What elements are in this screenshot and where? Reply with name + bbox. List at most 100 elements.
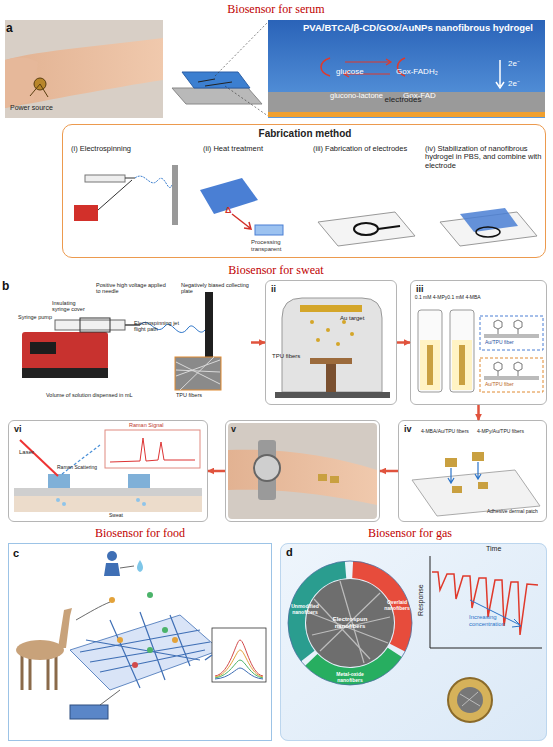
panel-box: Fabrication method(i) Electrospinning(ii…: [62, 124, 546, 258]
node-text: Metal-oxide nanofibers: [325, 672, 375, 683]
node-text: iii: [416, 284, 436, 294]
fiber-chip: [472, 452, 484, 461]
node-text: Response: [417, 576, 425, 616]
electrode-lead: [378, 226, 400, 229]
electron-arrow: [496, 60, 504, 88]
node-text: (ii) Heat treatment: [203, 145, 303, 153]
electrode-strip: [268, 112, 545, 117]
sweat-drop: [56, 498, 146, 506]
flow-arrow: [251, 341, 265, 344]
response-curve: [432, 572, 538, 635]
fiber-chip: [452, 486, 462, 493]
patch-layer: [14, 488, 202, 496]
fiber: [460, 692, 480, 706]
node-text: TPU fibers: [272, 353, 312, 360]
au-particles: [310, 320, 354, 346]
arm: [5, 38, 163, 108]
panel-label: a: [6, 22, 20, 35]
node-text: Volume of solution dispensed in mL: [46, 392, 156, 398]
person-head: [107, 551, 117, 561]
transparent-film: [255, 225, 283, 235]
electrode-trace: [198, 79, 232, 86]
sensor-film: [457, 687, 483, 713]
hydrogel-layer: [268, 20, 545, 118]
panel-box: iv4-MPy/Au/TPU fibers4-MBA/Au/TPU fibers…: [398, 420, 547, 522]
person-body: [104, 563, 120, 576]
zoom-line: [215, 22, 268, 116]
fiber: [484, 376, 539, 380]
node-text: 4-MPy/Au/TPU fibers: [477, 429, 539, 435]
node-text: Insulating syringe cover: [52, 300, 94, 312]
node-text: glucose: [336, 68, 386, 77]
base: [275, 392, 390, 398]
wire: [98, 178, 135, 210]
molecule: [494, 320, 522, 376]
node-text: Electrospinning jet flight path: [134, 320, 182, 332]
node-text: Au target: [340, 315, 390, 322]
node-text: (iii) Fabrication of electrodes: [313, 145, 423, 153]
node-text: Positive high voltage applied to needle: [96, 282, 166, 294]
jet: [135, 176, 172, 188]
panel-bg: [280, 543, 547, 741]
panel-box: Positive high voltage applied to needle N…: [16, 280, 251, 405]
node-text: Adhesive dermal patch: [487, 509, 547, 515]
node-text: c: [13, 547, 27, 559]
arrow: [120, 566, 134, 568]
photo-bg: [5, 20, 163, 118]
arrow: [76, 602, 110, 620]
tpu-fibers: [310, 358, 352, 364]
arrow: [205, 655, 212, 660]
sem-image: [306, 579, 394, 667]
node-text: Electrospun nanofibers: [325, 616, 375, 629]
node-text: Au/TPU fiber: [485, 382, 545, 388]
node-text: Processing transparent: [251, 239, 311, 252]
fiber: [314, 599, 370, 659]
panel-label: Power source: [10, 104, 70, 112]
node-text: Overlaid nanofibers: [381, 600, 413, 611]
node-text: Gox-FADH₂: [396, 68, 456, 77]
skin-layer: [14, 496, 202, 512]
node-text: Raman Scattering: [57, 465, 101, 471]
node-text: Au/TPU fiber: [485, 340, 545, 346]
node-text: 4-MBA/Au/TPU fibers: [421, 429, 476, 435]
node-text: ii: [271, 284, 291, 294]
fiber-chip: [445, 458, 457, 467]
node-text: d: [286, 546, 300, 558]
stage: [326, 364, 336, 392]
section-heading: Biosensor for gas: [320, 527, 500, 540]
node-text: Fabrication method: [63, 128, 547, 139]
hydrogel-patch: [182, 72, 250, 88]
heat-arrow: [232, 214, 251, 229]
panel-box: PVA/BTCA/β-CD/GOx/AuNPs nanofibrous hydr…: [268, 20, 545, 118]
placement-arrow: [448, 462, 481, 483]
fiber-sensor: [48, 474, 70, 488]
vial: [450, 310, 474, 392]
sensor-patch: [330, 476, 339, 483]
electrode-chip: [70, 705, 108, 719]
panel-box: viRaman SignalLaserRaman ScatteringSweat: [8, 420, 208, 522]
flow-arrow: [208, 470, 225, 473]
fiber: [312, 617, 390, 635]
pump-base: [22, 368, 108, 378]
node-text: electrodes: [368, 96, 438, 105]
node-text: Laser: [19, 449, 49, 456]
electrode-layer: [268, 92, 545, 112]
panel-box: ii Au targetTPU fibers: [265, 280, 397, 405]
llama-neck: [58, 608, 72, 648]
arm: [228, 450, 377, 505]
category-circle: Unmodified nanofibersOverlaid nanofibers…: [287, 560, 413, 686]
syringe-pump: [22, 332, 108, 370]
node-text: PVA/BTCA/β-CD/GOx/AuNPs nanofibrous hydr…: [298, 23, 538, 34]
molecule: [109, 592, 178, 668]
node-text: Increasing concentration: [469, 614, 529, 627]
node-text: glucono-lactone: [330, 92, 392, 100]
llama-leg: [22, 655, 56, 690]
laser-beam: [20, 440, 58, 476]
node-text: Negatively biased collecting plate: [181, 282, 249, 294]
section-heading: Biosensor for sweat: [176, 264, 376, 277]
sem-inset: [175, 357, 221, 390]
node-text: 0.1 mM 4-MBA: [445, 295, 483, 301]
arrow: [100, 690, 120, 705]
fiber: [176, 357, 220, 390]
